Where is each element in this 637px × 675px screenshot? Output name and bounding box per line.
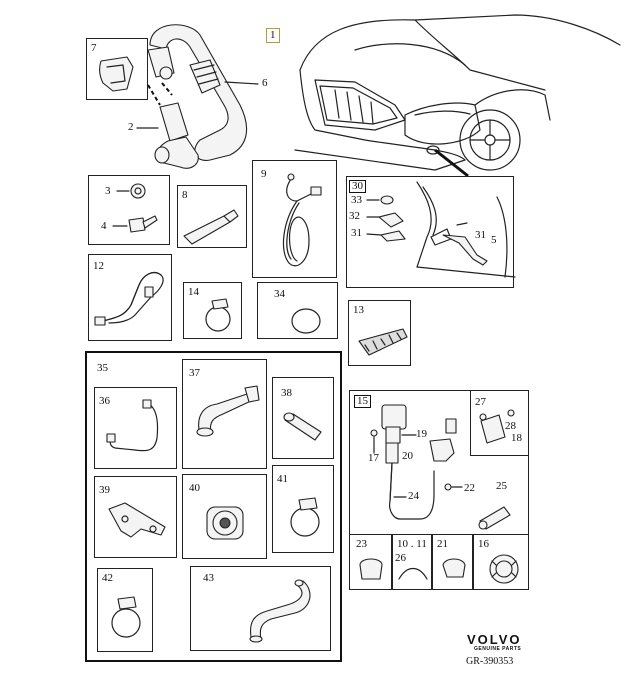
- callout-9: 9: [261, 168, 267, 180]
- callout-36: 36: [99, 395, 110, 407]
- callout-32: 32: [349, 210, 360, 222]
- hose-36-drawing: [106, 399, 159, 452]
- callout-24: 24: [408, 490, 419, 502]
- callout-35: 35: [97, 362, 108, 374]
- callout-3: 3: [105, 185, 111, 197]
- clip-23-drawing: [359, 558, 383, 580]
- bracket-27-drawing: [479, 409, 515, 444]
- hose-12-drawing: [94, 272, 164, 326]
- part-box-37: 37: [182, 359, 267, 469]
- part-box-12: 12: [88, 254, 172, 341]
- part-box-21: 21: [432, 534, 473, 590]
- callout-26: 26: [395, 552, 406, 564]
- nut-and-screw-drawing: [112, 183, 158, 233]
- part-box-14: 14: [183, 282, 242, 339]
- pad-13-drawing: [358, 328, 408, 356]
- callout-30: 30: [349, 180, 366, 193]
- part-box-34: 34: [257, 282, 338, 339]
- grease-tube-drawing: [183, 209, 239, 245]
- part-box-36: 36: [94, 387, 177, 469]
- part-box-13: 13: [348, 300, 411, 366]
- callout-1: 1: [266, 28, 280, 43]
- callout-5: 5: [491, 234, 497, 246]
- callout-28: 28: [505, 420, 516, 432]
- callout-8: 8: [182, 189, 188, 201]
- callout-10-11: 10 . 11: [397, 538, 427, 550]
- callout-16: 16: [478, 538, 489, 550]
- callout-33: 33: [351, 194, 362, 206]
- clip-7-drawing: [99, 56, 134, 92]
- part-box-8: 8: [177, 185, 247, 248]
- part-box-23: 23: [349, 534, 392, 590]
- part-box-38: 38: [272, 377, 334, 459]
- volvo-logo-text: VOLVO: [467, 632, 522, 647]
- callout-4: 4: [101, 220, 107, 232]
- part-box-40: 40: [182, 474, 267, 559]
- car-front-view: [294, 10, 625, 175]
- callout-22: 22: [464, 482, 475, 494]
- callout-39: 39: [99, 484, 110, 496]
- callout-42: 42: [102, 572, 113, 584]
- callout-43: 43: [203, 572, 214, 584]
- callout-17: 17: [368, 452, 379, 464]
- clip-21-drawing: [442, 558, 466, 578]
- part-box-3-4: 3 4: [88, 175, 170, 245]
- clamp-14-drawing: [205, 298, 231, 332]
- callout-31-right: 31: [475, 229, 486, 241]
- clamp-41-drawing: [290, 497, 320, 537]
- callout-14: 14: [188, 286, 199, 298]
- clamp-42-drawing: [111, 596, 141, 638]
- sleeve-38-drawing: [283, 412, 322, 441]
- callout-31-left: 31: [351, 227, 362, 239]
- bumper-detail-drawing: [366, 181, 516, 278]
- callout-20: 20: [402, 450, 413, 462]
- callout-23: 23: [356, 538, 367, 550]
- callout-15: 15: [354, 395, 371, 408]
- callout-37: 37: [189, 367, 200, 379]
- grommet-40-drawing: [206, 506, 244, 540]
- cap-16-drawing: [489, 554, 519, 584]
- bracket-39-drawing: [108, 502, 166, 538]
- part-box-41: 41: [272, 465, 334, 553]
- callout-25: 25: [496, 480, 507, 492]
- part-box-30: 30 33 32 31 31 5: [346, 176, 516, 288]
- callout-38: 38: [281, 387, 292, 399]
- callout-40: 40: [189, 482, 200, 494]
- callout-21: 21: [437, 538, 448, 550]
- tube-10-11-drawing: [398, 567, 428, 580]
- pump-assembly-drawing: [370, 404, 511, 530]
- hose-assembly-drawing: [147, 24, 248, 169]
- callout-34: 34: [274, 288, 285, 300]
- car-drawing: [294, 14, 621, 171]
- part-box-7: 7: [86, 38, 148, 100]
- callout-41: 41: [277, 473, 288, 485]
- part-box-27: 27 28 18: [470, 390, 529, 456]
- part-box-10-11: 10 . 11 26: [392, 534, 432, 590]
- callout-27: 27: [475, 396, 486, 408]
- callout-7: 7: [91, 42, 97, 54]
- callout-13: 13: [353, 304, 364, 316]
- part-box-16: 16: [473, 534, 529, 590]
- hose-assembly-area: [120, 15, 270, 175]
- hose-37-drawing: [196, 385, 260, 437]
- o-ring-34-drawing: [291, 308, 321, 334]
- part-box-9: 9: [252, 160, 337, 278]
- genuine-parts-text: GENUINE PARTS: [474, 646, 522, 652]
- part-box-39: 39: [94, 476, 177, 558]
- part-box-42: 42: [97, 568, 153, 652]
- callout-18: 18: [511, 432, 522, 444]
- wiring-harness-drawing: [282, 173, 322, 267]
- callout-2: 2: [128, 121, 134, 133]
- diagram-id: GR-390353: [466, 656, 514, 667]
- part-box-43: 43: [190, 566, 331, 651]
- callout-6: 6: [262, 77, 268, 89]
- callout-19: 19: [416, 428, 427, 440]
- pipe-43-drawing: [249, 579, 311, 643]
- callout-12: 12: [93, 260, 104, 272]
